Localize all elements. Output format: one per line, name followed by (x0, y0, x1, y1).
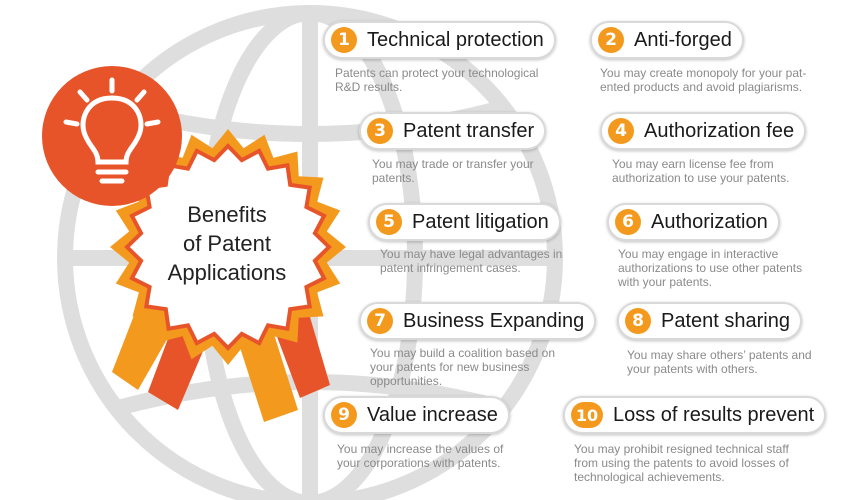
benefit-2-desc: You may create monopoly for your pat- en… (600, 66, 806, 94)
benefit-9-title: Value increase (367, 404, 498, 427)
benefit-4-title: Authorization fee (644, 120, 794, 143)
benefit-10-pill: 10 Loss of results prevent (563, 396, 826, 434)
benefit-4-number: 4 (608, 118, 634, 144)
benefit-5-pill: 5 Patent litigation (368, 203, 561, 241)
benefit-7-pill: 7 Business Expanding (359, 302, 596, 340)
benefit-3-pill: 3 Patent transfer (359, 112, 546, 150)
benefit-10-number: 10 (571, 402, 603, 428)
benefit-6-pill: 6 Authorization (607, 203, 780, 241)
benefit-9-desc: You may increase the values of your corp… (337, 442, 503, 470)
benefit-10-desc: You may prohibit resigned technical staf… (574, 442, 789, 484)
benefit-6-desc: You may engage in interactive authorizat… (618, 247, 802, 289)
benefit-8-pill: 8 Patent sharing (617, 302, 802, 340)
benefit-9-pill: 9 Value increase (323, 396, 510, 434)
benefit-2-title: Anti-forged (634, 29, 732, 52)
benefit-10-title: Loss of results prevent (613, 404, 814, 427)
badge-label: Benefits of Patent Applications (142, 200, 312, 287)
benefit-1-pill: 1 Technical protection (323, 21, 556, 59)
benefit-8-title: Patent sharing (661, 310, 790, 333)
benefit-2-pill: 2 Anti-forged (590, 21, 744, 59)
benefit-5-title: Patent litigation (412, 211, 549, 234)
benefit-4-desc: You may earn license fee from authorizat… (612, 157, 789, 185)
benefit-3-number: 3 (367, 118, 393, 144)
benefit-3-title: Patent transfer (403, 120, 534, 143)
benefit-6-number: 6 (615, 209, 641, 235)
benefit-5-desc: You may have legal advantages in patent … (380, 247, 562, 275)
benefit-7-number: 7 (367, 308, 393, 334)
benefit-3-desc: You may trade or transfer your patents. (372, 157, 534, 185)
benefit-1-number: 1 (331, 27, 357, 53)
lightbulb-check-icon (42, 66, 182, 206)
benefit-5-number: 5 (376, 209, 402, 235)
benefit-4-pill: 4 Authorization fee (600, 112, 806, 150)
benefit-8-desc: You may share others’ patents and your p… (627, 348, 812, 376)
benefit-1-desc: Patents can protect your technological R… (335, 66, 538, 94)
benefit-6-title: Authorization (651, 211, 768, 234)
benefit-1-title: Technical protection (367, 29, 544, 52)
benefit-8-number: 8 (625, 308, 651, 334)
benefit-7-title: Business Expanding (403, 310, 584, 333)
benefit-7-desc: You may build a coalition based on your … (370, 346, 555, 388)
benefit-9-number: 9 (331, 402, 357, 428)
benefit-2-number: 2 (598, 27, 624, 53)
